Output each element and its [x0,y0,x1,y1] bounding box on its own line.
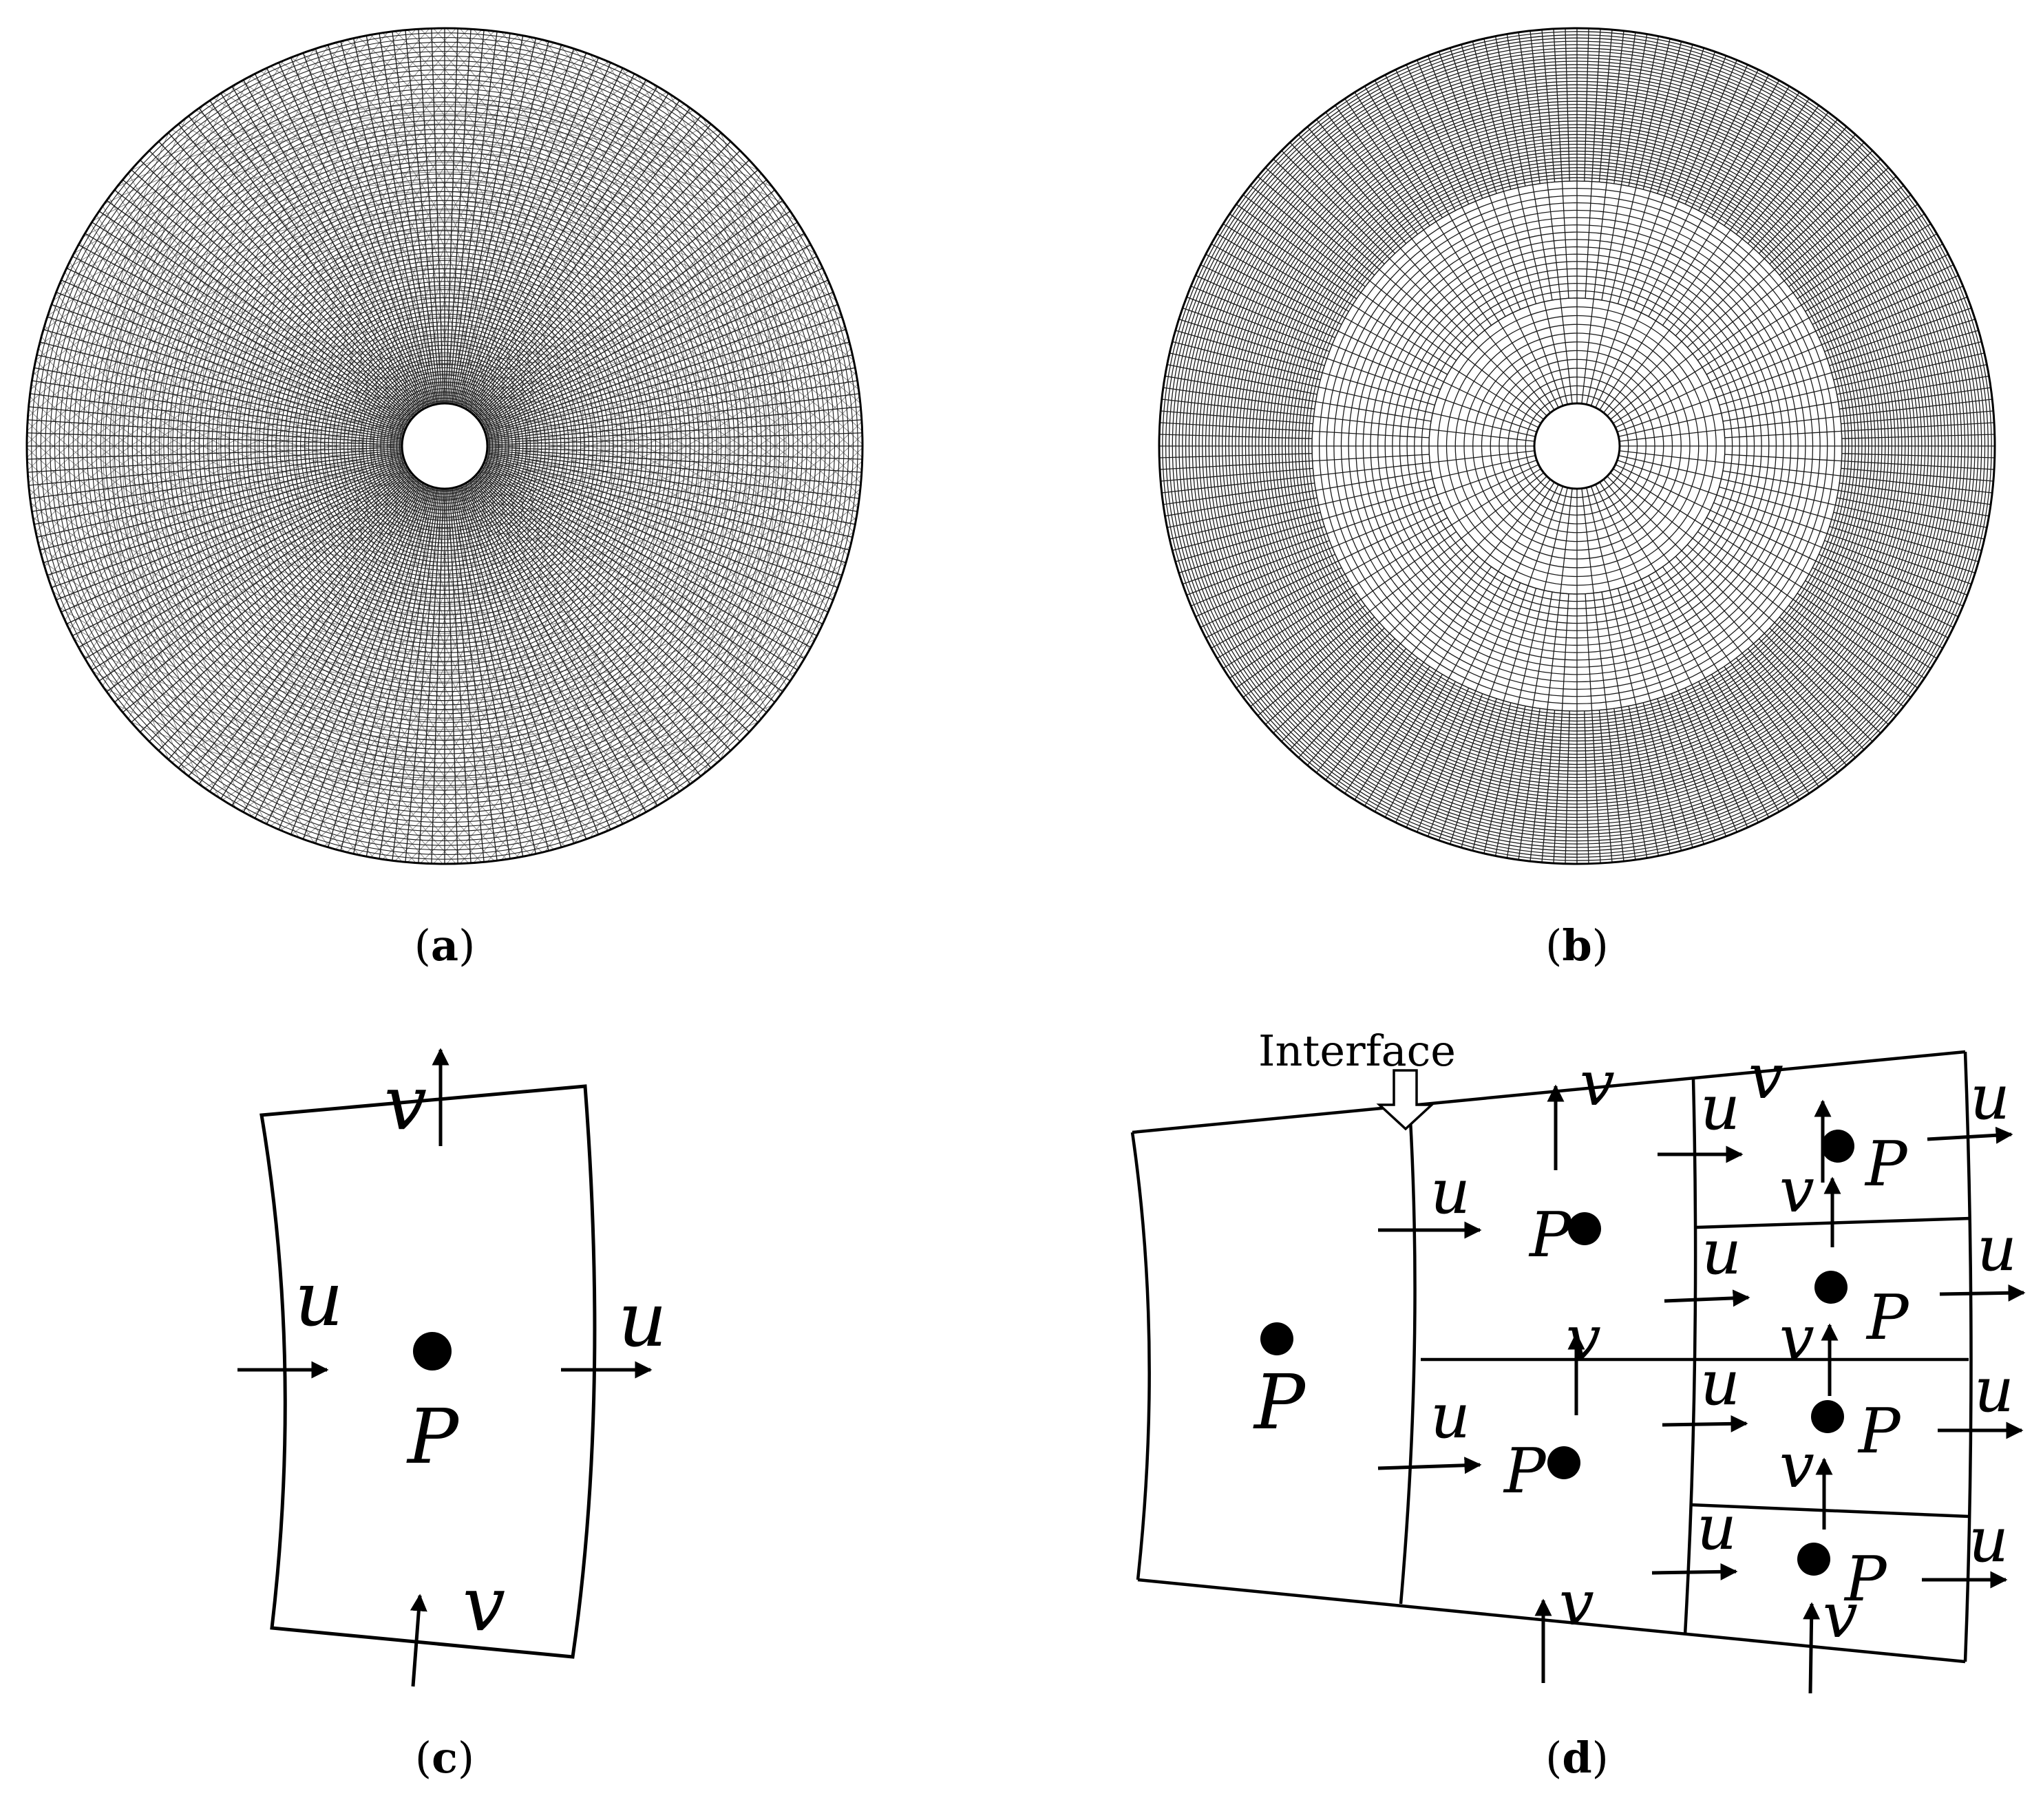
node-d-p-left [1260,1322,1293,1355]
label-d-v-fine-1: v [1779,1154,1814,1227]
d-arrows [1377,1084,2026,1694]
panel-b-multiblock-mesh [1158,27,1996,865]
arrow-d-u-interface-lower [1377,1457,1482,1474]
interface-marker [1376,1069,1435,1131]
node-d-p-fine-1 [1821,1130,1854,1163]
label-d-v-top-mid: v [1580,1048,1615,1120]
node-d-p-fine-4 [1797,1543,1830,1576]
node-d-p-lower [1547,1446,1580,1479]
arrow-d-u-right-2 [1939,1284,2026,1302]
label-d-v-mid: v [1566,1302,1601,1375]
arrow-d-u-fine-2 [1664,1289,1750,1307]
cv-d-fine-h2 [1689,1503,1969,1519]
label-c-p: P [406,1393,460,1481]
label-d-u-fine-4: u [1697,1492,1737,1564]
arrow-d-u-fine-3 [1662,1415,1748,1432]
cv-d-top-edge [1132,1050,1966,1134]
label-c-u-left: u [295,1255,343,1343]
mesh-b-block1-spokes [1429,298,1725,594]
d-nodes [1260,1130,1854,1576]
mesh-b-inner-hole [1533,402,1621,490]
label-d-v-top-right: v [1748,1041,1783,1113]
panel-a-radial-mesh [25,27,864,865]
panel-c-control-volume [237,1048,653,1687]
label-d-p-fine-1: P [1864,1128,1908,1200]
labels-c: v u u P v [295,1059,667,1648]
mesh-a-inner-hole [401,402,489,490]
caption-c: (c) [415,1733,474,1783]
interface-label: Interface [1258,1026,1456,1076]
label-d-u-interface-lower: u [1430,1380,1470,1452]
label-d-u-right-3: u [1974,1354,2014,1426]
label-d-u-right-2: u [1977,1213,2017,1285]
label-d-p-left: P [1253,1358,1306,1446]
node-c-p [413,1332,452,1371]
mesh-b-outer-boundary [1158,27,1996,865]
mesh-b-block3-spokes [1159,28,1995,864]
label-d-p-upper: P [1528,1199,1572,1271]
caption-b: (b) [1545,920,1609,971]
caption-a: (a) [414,920,476,971]
cv-d-bottom-edge [1137,1578,1966,1664]
caption-d: (d) [1545,1733,1609,1783]
cv-c-outline [260,1084,597,1659]
cv-d-left-cell [1130,1132,1151,1580]
label-d-u-fine-1: u [1700,1072,1740,1144]
label-d-p-fine-2: P [1865,1282,1909,1354]
label-d-v-fine-3: v [1779,1430,1814,1502]
mesh-a-outer-boundary [25,27,864,865]
mesh-a-cluster-arcs [27,28,862,864]
arrow-d-u-right-1 [1927,1126,2013,1144]
cv-d-fine-column-left [1683,1079,1697,1636]
interface-arrow-icon [1376,1069,1435,1131]
mesh-b-block2-spokes [1312,181,1842,711]
label-d-p-fine-3: P [1857,1395,1901,1468]
label-d-v-fine-2: v [1779,1302,1814,1375]
label-d-v-bottom-mid: v [1559,1567,1594,1640]
arrow-d-u-fine-4 [1651,1563,1738,1580]
node-d-p-upper [1568,1212,1601,1245]
label-c-u-right: u [618,1276,667,1364]
label-c-v-bottom: v [463,1560,505,1648]
mesh-a-grid [27,28,862,864]
label-d-v-bottom-right: v [1823,1580,1858,1652]
label-d-p-fine-4: P [1843,1543,1887,1616]
cv-d-interface-line [1399,1108,1417,1605]
label-c-v-top: v [384,1059,427,1147]
label-d-u-right-4: u [1969,1504,2009,1576]
node-d-p-fine-2 [1814,1271,1848,1304]
cv-d-right-boundary [1963,1051,1973,1662]
label-d-u-right-1: u [1970,1061,2010,1134]
arrow-d-v-bottom-right [1803,1602,1821,1694]
node-d-p-fine-3 [1811,1400,1844,1433]
mesh-b-grid [1159,28,1995,864]
label-d-p-lower: P [1503,1435,1547,1507]
arrow-c-v-bottom [410,1594,427,1687]
label-d-u-interface-upper: u [1430,1156,1470,1228]
label-d-u-fine-3: u [1700,1347,1740,1419]
label-d-u-fine-2: u [1702,1216,1742,1289]
